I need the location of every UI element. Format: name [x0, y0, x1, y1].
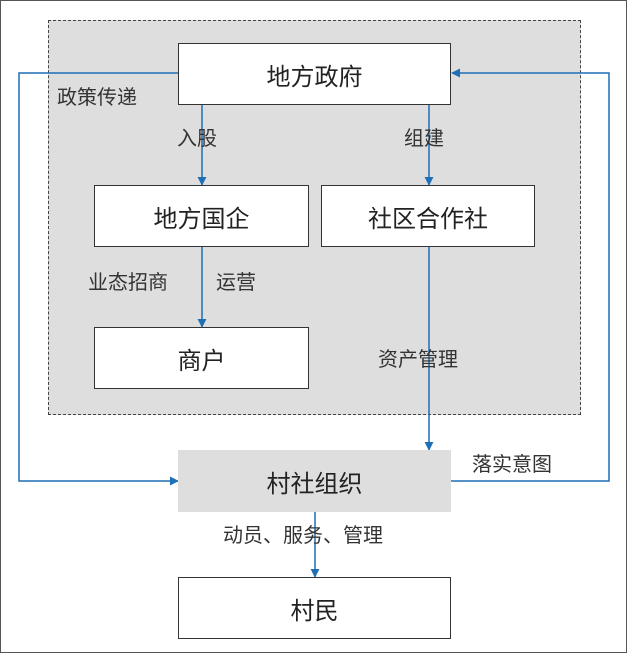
- label-establish: 组建: [404, 126, 444, 150]
- community-coop-node: 社区合作社: [321, 185, 535, 247]
- village-organization-node: 村社组织: [178, 450, 451, 512]
- villagers-node: 村民: [178, 577, 451, 639]
- label-shareholding: 入股: [177, 126, 217, 150]
- local-soe-node: 地方国企: [94, 185, 309, 247]
- arrow-policy-transfer: [18, 72, 179, 486]
- label-policy-transfer: 政策传递: [57, 85, 137, 109]
- merchants-node: 商户: [94, 327, 309, 389]
- label-implement-intent: 落实意图: [472, 452, 552, 476]
- arrow-implement-intent: [451, 68, 610, 482]
- label-business-recruit: 业态招商: [88, 270, 168, 294]
- label-operate: 运营: [216, 270, 256, 294]
- label-asset-mgmt: 资产管理: [378, 347, 458, 371]
- local-government-node: 地方政府: [178, 43, 451, 105]
- label-mobilize-serve-manage: 动员、服务、管理: [223, 523, 383, 547]
